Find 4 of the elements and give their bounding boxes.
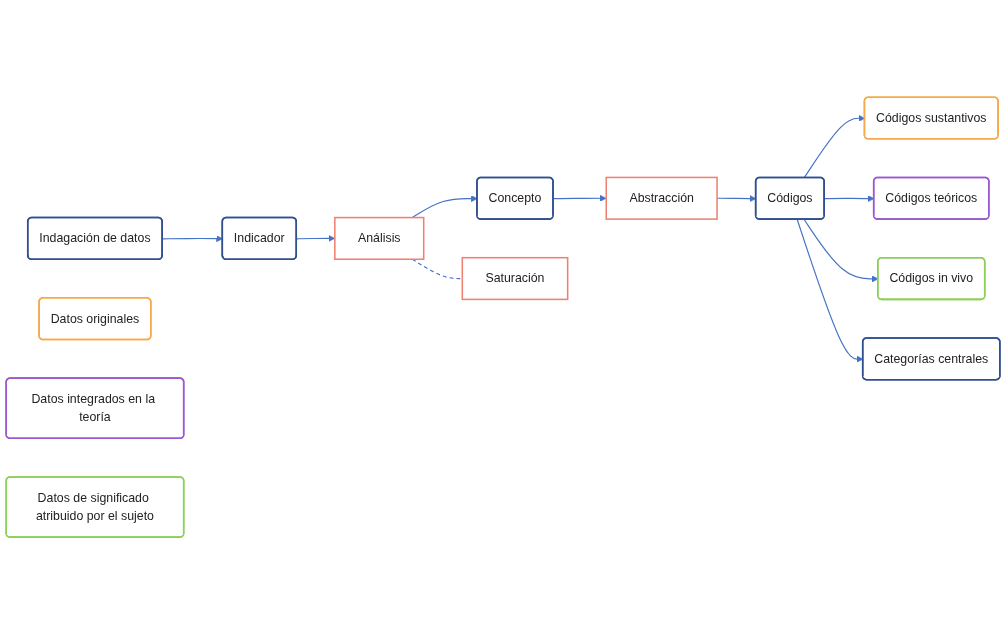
- node-box: Saturación: [461, 257, 569, 301]
- arrow: [552, 195, 607, 203]
- node-box: Análisis: [334, 217, 425, 261]
- node-box: Abstracción: [605, 177, 718, 221]
